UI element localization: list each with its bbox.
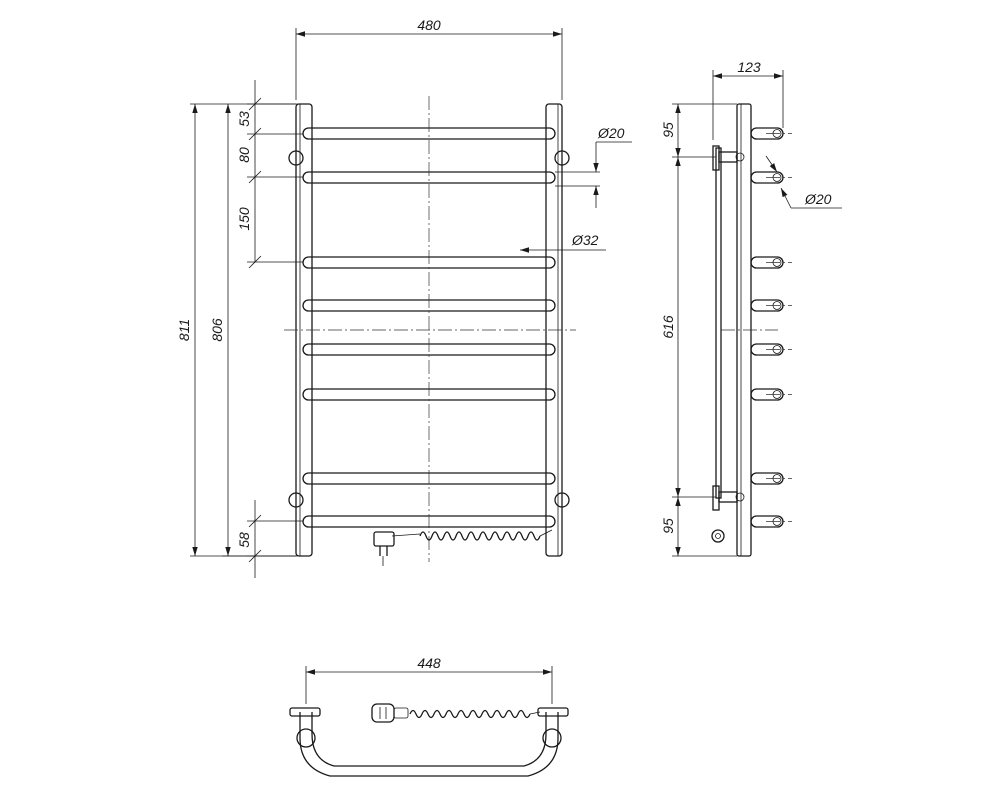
- dim-rail-stack: 53 80 150 58: [236, 80, 303, 578]
- dim-label-58: 58: [236, 532, 252, 548]
- dim-label-95-bottom: 95: [660, 518, 676, 534]
- dim-label-123: 123: [737, 59, 761, 75]
- bottom-view: 448: [289, 655, 569, 777]
- dim-front-width: 480: [295, 17, 563, 100]
- bottom-mount-right: [537, 707, 569, 748]
- dim-side-rail-diameter: Ø20: [765, 155, 842, 209]
- dim-label-811: 811: [176, 319, 192, 341]
- dim-label-post-dia: Ø32: [571, 232, 599, 248]
- bottom-power-plug: [371, 703, 409, 723]
- side-centerlines: [721, 133, 792, 522]
- side-view: 123 95 616 95 Ø20: [660, 59, 842, 557]
- side-rails: [750, 127, 784, 528]
- power-plug: [373, 531, 395, 566]
- front-wall-mounts: [288, 150, 570, 508]
- dim-side-depth: 123: [712, 59, 784, 140]
- side-mount-top: [712, 145, 745, 171]
- front-view: 480 811 806: [176, 17, 632, 578]
- dim-overall-height: 811: [176, 103, 296, 557]
- dim-rail-diameter: Ø20: [555, 125, 632, 208]
- dim-label-480: 480: [417, 17, 441, 33]
- dim-label-side-rail-dia: Ø20: [804, 191, 832, 207]
- bottom-mount-left: [289, 707, 321, 748]
- dim-label-806: 806: [209, 318, 225, 342]
- dim-label-80: 80: [236, 147, 252, 163]
- side-mount-bottom: [712, 485, 745, 511]
- dim-side-mounts: 95 616 95: [660, 103, 737, 557]
- dim-post-diameter: Ø32: [520, 232, 606, 253]
- dim-label-616: 616: [660, 315, 676, 339]
- dim-label-rail-dia: Ø20: [597, 125, 625, 141]
- dim-label-53: 53: [236, 111, 252, 127]
- heating-element: [391, 529, 553, 541]
- dim-label-448: 448: [417, 655, 441, 671]
- dim-bottom-width: 448: [305, 655, 553, 704]
- dim-label-150: 150: [236, 207, 252, 231]
- dim-rail-height: 806: [209, 104, 296, 557]
- dim-label-95-top: 95: [660, 122, 676, 138]
